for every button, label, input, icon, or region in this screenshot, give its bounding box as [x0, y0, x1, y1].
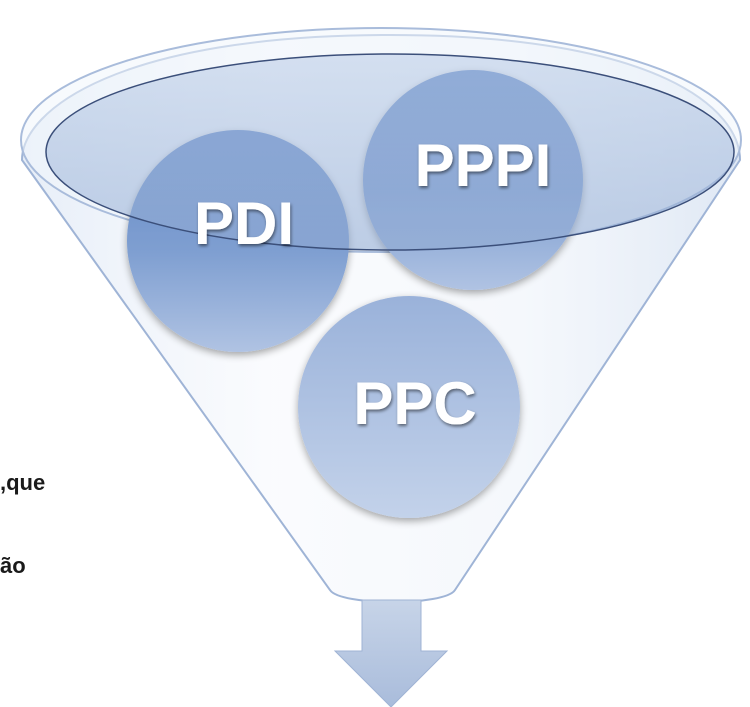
pdi-label: PDI — [194, 190, 294, 257]
funnel-inner-rim — [45, 53, 735, 251]
side-text-line-2: ão — [0, 553, 26, 578]
ppc-label: PPC — [353, 370, 476, 437]
ppc-circle — [298, 296, 520, 518]
side-text-line-1: ,que — [0, 470, 46, 495]
pppi-label: PPPI — [415, 132, 552, 199]
down-arrow-icon — [333, 599, 449, 707]
